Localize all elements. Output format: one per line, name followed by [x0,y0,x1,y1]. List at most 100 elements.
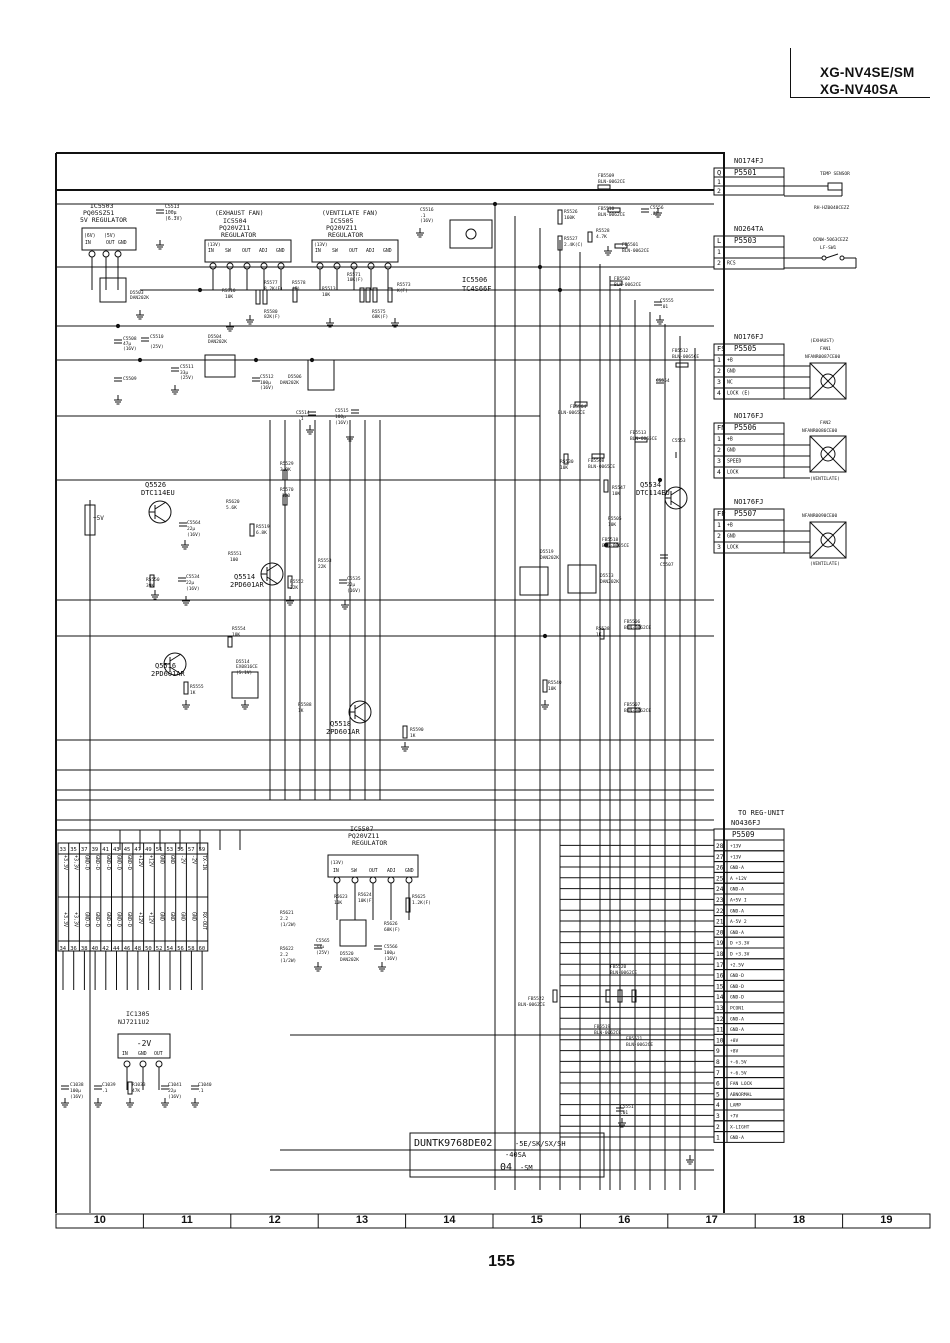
p5509-pin-number: 3 [716,1113,720,1120]
label: BLN-0065CE [672,354,699,360]
label: 22μ [168,1088,176,1094]
label: (16V) [168,1094,182,1100]
label: 10K [548,686,556,692]
p5509-pin-number: 1 [716,1135,720,1142]
label: R5513 [322,286,336,292]
connector-pin-label: LOCK (E) [727,391,750,397]
label: 82K(F) [264,314,280,320]
label: 10K [225,294,233,300]
ic5503-pin: IN [85,240,91,246]
label: R5526 [564,209,578,215]
label: BLN-0065CE [588,464,615,470]
label: R5570 [280,487,294,493]
junction-dot [657,477,663,483]
resistor [365,287,371,303]
connector-ref-p5501: P5501 [734,168,757,177]
d5504-box [204,354,236,378]
p5509-pin-label: +8V [730,1038,739,1044]
resistor [402,725,408,739]
p5509-part: NO436FJ [731,819,761,827]
label: 2.4K(C) [564,242,583,248]
label: .1 [420,213,426,219]
ferrite-bead [591,453,605,459]
ic5503-ref: IC5503 [90,202,114,210]
p5509-pin-number: 13 [716,1005,724,1012]
ferrite-bead [675,362,689,368]
net-label-5v: +5V [93,515,104,522]
label: 10K [232,632,240,638]
label: FB5504 [570,404,587,410]
label: DAN202K [340,957,359,963]
p5509-pin-label: +13V [730,844,741,850]
label: R5510 [222,288,236,294]
label: R5578 [292,280,306,286]
label: C5551 [620,1104,634,1110]
label: .1 [298,416,304,422]
label: 22μ [187,526,195,532]
label: FB5513 [630,430,647,436]
label: 10K [560,465,568,471]
label: 10K [334,900,342,906]
label: 160K [564,215,575,221]
label: FB5501 [622,242,639,248]
label: 10K [322,292,330,298]
p5509-pin-label: +7V [730,1114,739,1120]
label: 33μ [180,370,188,376]
left-connector-label-top: +3.3V [62,855,68,870]
ferrite-bead [627,624,641,630]
label: C5554 [656,378,670,384]
ic5503-part: PQ05SZ51 [83,209,114,217]
fan1-desc: (EXHAUST) [810,338,834,344]
label: (1/2W) [280,922,296,928]
left-connector-pin-number: 36 [70,946,77,952]
p5509-pin-label: A-5V 2 [730,919,747,925]
ic5504-pin: GND [276,248,285,254]
p5509-pin-label: GND-D [730,984,744,990]
ic1305-pin: GND [138,1051,147,1057]
p5509-pin-label: GND-A [730,1135,744,1141]
left-connector-pin-number: 54 [167,946,174,952]
p5509-pin-label: ABNORMAL [730,1092,752,1098]
left-connector-pin-number: 50 [145,946,152,952]
connector-pin-label: GND [727,448,736,454]
label: DAN202K [540,555,559,561]
label: 1K [596,632,602,638]
d5514-box [231,671,259,699]
left-connector-pin-number: 53 [167,847,174,853]
label: (16V) [384,956,398,962]
p5509-pin-label: D +3.3V [730,952,750,958]
label: D5514 [236,659,250,665]
connector-ref-p5505: P5505 [734,344,757,353]
label: R5621 [280,910,294,916]
label: BLN-0065CE [558,410,585,416]
ferrite-bead [617,989,623,1003]
p5509-pin-number: 6 [716,1081,720,1088]
label: EX0816CE [236,664,258,670]
pin-circle [88,250,96,258]
fan2-part: NFANR0086CE00 [802,428,838,434]
label: .01 [650,211,658,217]
left-connector-label-bottom: GND-D [105,912,111,927]
switch-sub-label: LF-SW1 [820,245,837,251]
left-connector-label-top: GND-D [83,855,89,870]
label: R5573 [397,282,411,288]
label: FB5509 [598,173,615,179]
left-connector-pin-number: 37 [81,847,88,853]
resistor [372,287,378,303]
label: C5514 [296,410,310,416]
switch-contact [839,255,845,261]
ic5507-part: PQ20VZ11 [348,832,379,840]
ic5504-ref: IC5504 [223,217,247,225]
pin-circle [209,262,217,270]
ic5506-switch [465,228,477,240]
label: 10K [608,522,616,528]
ic1305-part: NJ7211U2 [118,1018,149,1026]
connector-part-p5503: NO264TA [734,225,764,233]
p5509-pin-label: FAN LOCK [730,1081,752,1087]
left-connector-pin-number: 60 [199,946,206,952]
connector-pin-label: GND [727,369,736,375]
d5503-box [99,277,127,303]
label: R5552 [290,579,304,585]
ferrite-bead [614,243,628,249]
temp-sensor [827,182,843,191]
